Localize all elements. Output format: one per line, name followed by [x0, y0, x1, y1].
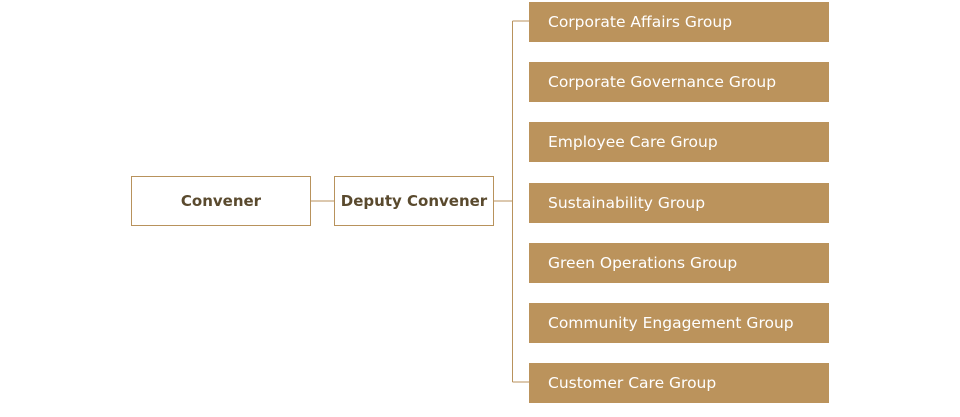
deputy-convener-node: Deputy Convener [334, 176, 494, 226]
group-green-operations: Green Operations Group [529, 243, 829, 283]
group-sustainability: Sustainability Group [529, 183, 829, 223]
group-label: Sustainability Group [548, 194, 706, 212]
group-label: Corporate Affairs Group [548, 13, 733, 31]
deputy-convener-label: Deputy Convener [340, 192, 488, 210]
group-customer-care: Customer Care Group [529, 363, 829, 403]
convener-node: Convener [131, 176, 311, 226]
group-label: Green Operations Group [548, 254, 738, 272]
group-label: Corporate Governance Group [548, 73, 777, 91]
group-label: Customer Care Group [548, 374, 717, 392]
group-employee-care: Employee Care Group [529, 122, 829, 162]
group-corporate-affairs: Corporate Affairs Group [529, 2, 829, 42]
group-corporate-governance: Corporate Governance Group [529, 62, 829, 102]
group-label: Community Engagement Group [548, 314, 794, 332]
group-label: Employee Care Group [548, 133, 718, 151]
convener-label: Convener [180, 192, 262, 210]
group-community-engagement: Community Engagement Group [529, 303, 829, 343]
